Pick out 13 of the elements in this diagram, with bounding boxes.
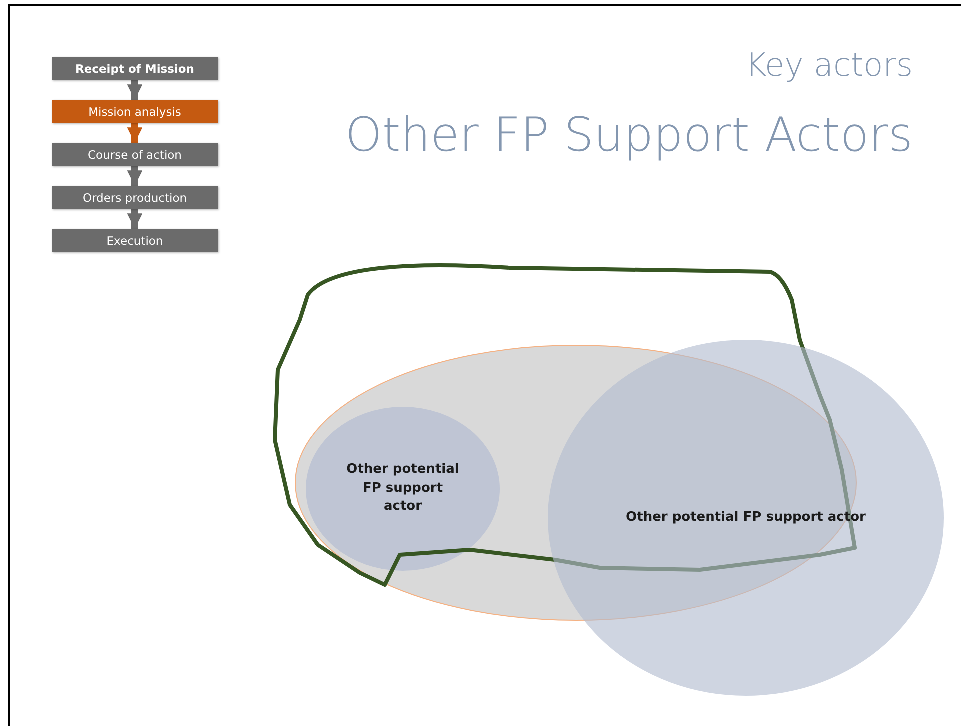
process-step: Execution [52,229,218,252]
flow-arrow [127,209,143,229]
process-step: Course of action [52,143,218,166]
process-step: Mission analysis [52,100,218,123]
flow-arrow [127,80,143,100]
subtitle: Key actors [746,46,913,84]
process-step: Orders production [52,186,218,209]
flow-arrow [127,123,143,143]
flow-arrow [127,166,143,186]
process-step: Receipt of Mission [52,57,218,80]
slide-title: Other FP Support Actors [345,108,913,163]
actor-label: Other potential FP support actor [625,508,867,527]
actor-label: Other potential FP support actor [346,460,460,516]
